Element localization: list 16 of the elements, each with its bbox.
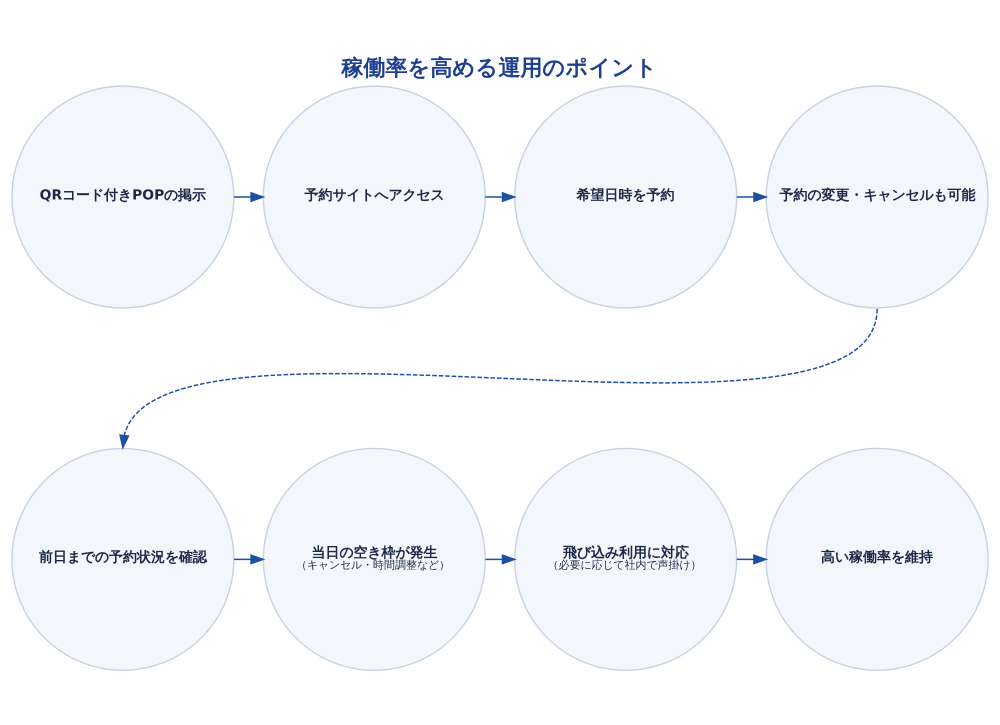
node-circle: 飛び込み利用に対応 （必要に応じて社内で声掛け） [514, 448, 738, 671]
arrow [485, 554, 517, 565]
arrow [736, 192, 768, 202]
node-circle: 前日までの予約状況を確認 [11, 448, 234, 671]
diagram-title: 稼働率を高める運用のポイント [341, 55, 658, 82]
node-circle: 予約サイトへアクセス [262, 85, 486, 309]
arrow [119, 308, 878, 450]
arrow [234, 192, 266, 202]
arrow [736, 554, 768, 565]
node-circle: 高い稼働率を維持 [766, 448, 989, 671]
node-circle: QRコード付きPOPの掲示 [11, 85, 234, 309]
node-circle: 希望日時を予約 [514, 85, 738, 309]
arrow [485, 192, 517, 202]
node-circle: 当日の空き枠が発生 （キャンセル・時間調整など） [262, 448, 486, 671]
node-circle: 予約の変更・キャンセルも可能 [766, 85, 989, 309]
arrow [234, 554, 266, 565]
